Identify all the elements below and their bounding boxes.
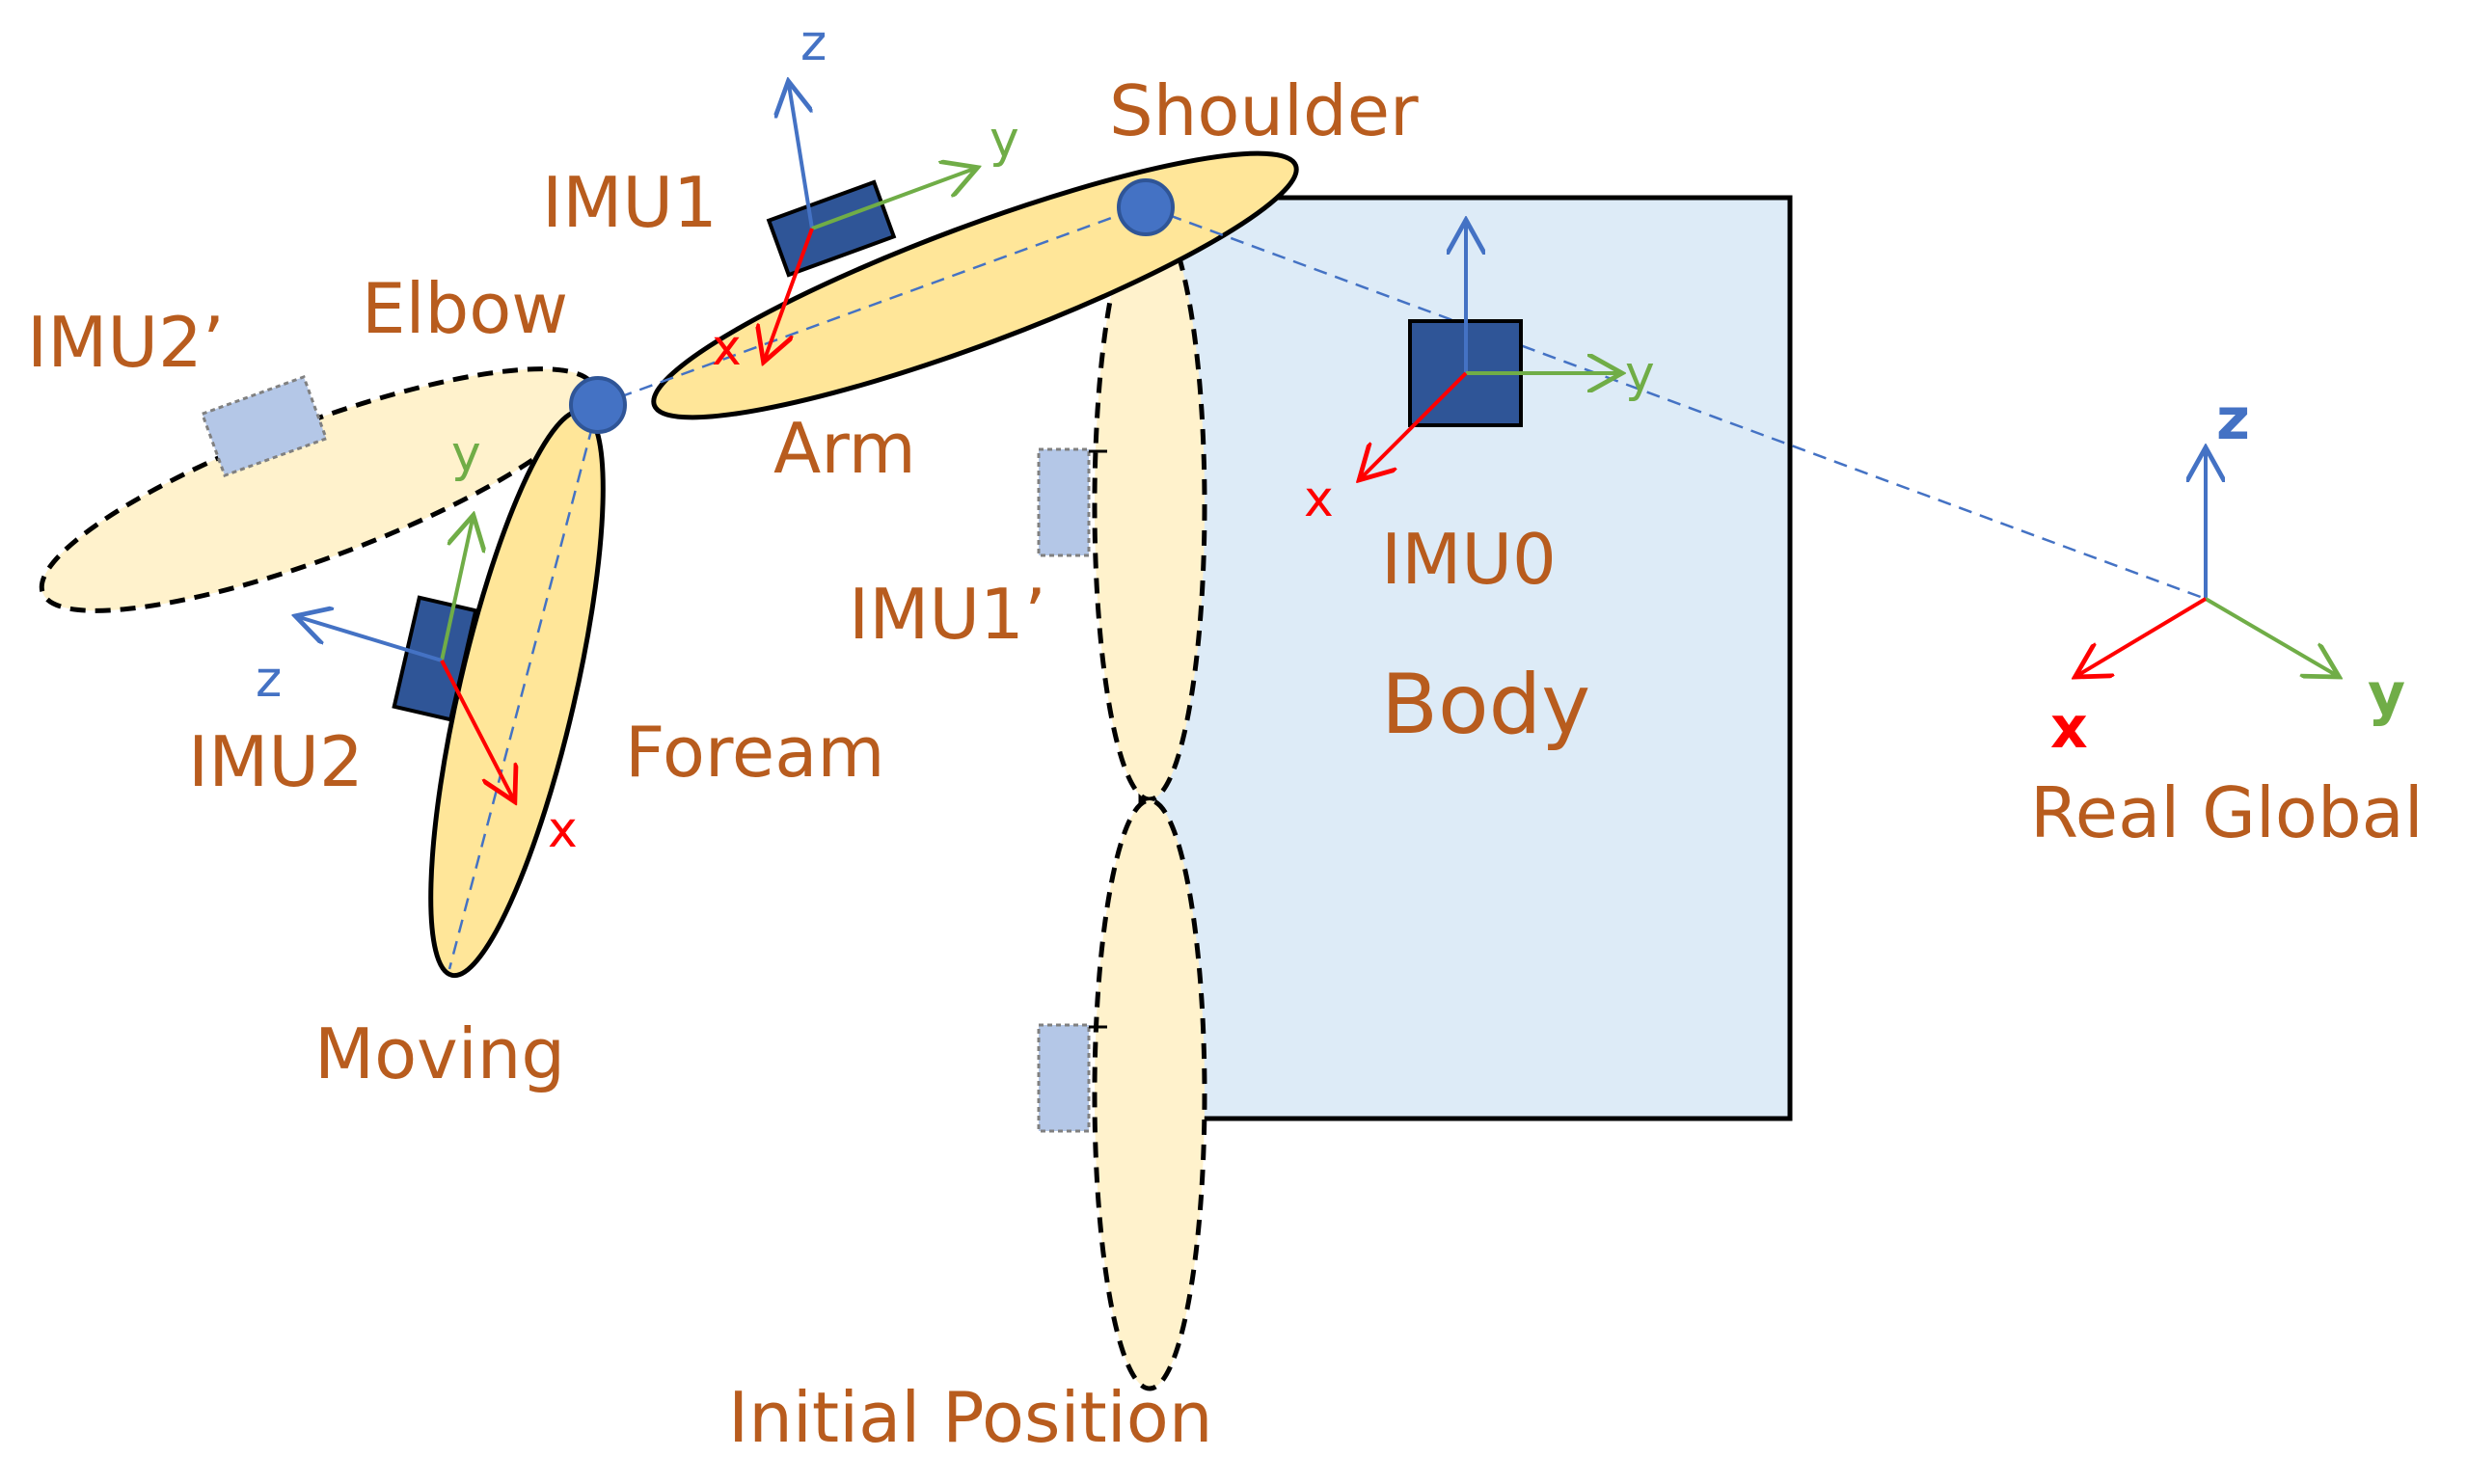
forearm-centerline [447, 404, 600, 970]
initial-upper-arm-segment [1092, 208, 1207, 802]
imu1-x-axis [765, 228, 814, 359]
imu2-prime-label: IMU2’ [27, 302, 225, 383]
imu0-y-letter: y [1625, 345, 1655, 403]
global-x-axis [2078, 597, 2208, 675]
imu1-z-axis [789, 85, 814, 229]
global-z-letter: z [2216, 386, 2250, 453]
arm-centerline [597, 203, 1147, 407]
global-y-letter: y [2368, 661, 2405, 728]
imu1-label: IMU1 [542, 162, 718, 243]
imu1-z-letter: z [800, 14, 827, 72]
imu1-y-axis [811, 169, 974, 230]
imu1-block [766, 179, 897, 278]
elbow-joint [569, 376, 627, 434]
elbow-label: Elbow [362, 268, 568, 349]
shoulder-to-global-line [1147, 205, 2207, 601]
imu1-prime-label: IMU1’ [849, 574, 1046, 655]
arm-label: Arm [773, 408, 916, 489]
imu2-label: IMU2 [188, 721, 364, 802]
imu1-y-letter: y [990, 111, 1019, 169]
imu2-y-letter: y [451, 425, 481, 483]
imu2-z-letter: z [256, 651, 282, 709]
imu0-x-letter: x [1304, 471, 1334, 528]
real-global-label: Real Global [2030, 772, 2424, 853]
imu1-prime-marker-lower [1037, 1023, 1091, 1133]
global-y-axis [2204, 597, 2336, 675]
imu2-y-axis [440, 519, 473, 661]
imu2-x-axis [440, 660, 513, 798]
initial-forearm-segment [1092, 797, 1207, 1391]
moving-label: Moving [314, 1013, 565, 1094]
global-x-letter: x [2050, 694, 2088, 762]
foream-label: Foream [625, 712, 884, 793]
shoulder-joint [1117, 178, 1175, 236]
body-label: Body [1381, 657, 1590, 753]
imu2-prime-marker [200, 374, 329, 478]
imu2-z-axis [299, 617, 443, 662]
imu0-label: IMU0 [1381, 519, 1557, 600]
imu2-x-letter: x [548, 801, 578, 859]
imu0-x-axis [1362, 371, 1468, 477]
initial-position-label: Initial Position [728, 1377, 1212, 1458]
imu1-x-letter: x [712, 319, 742, 377]
imu1-prime-marker-upper [1037, 447, 1091, 557]
shoulder-label: Shoulder [1109, 70, 1419, 151]
